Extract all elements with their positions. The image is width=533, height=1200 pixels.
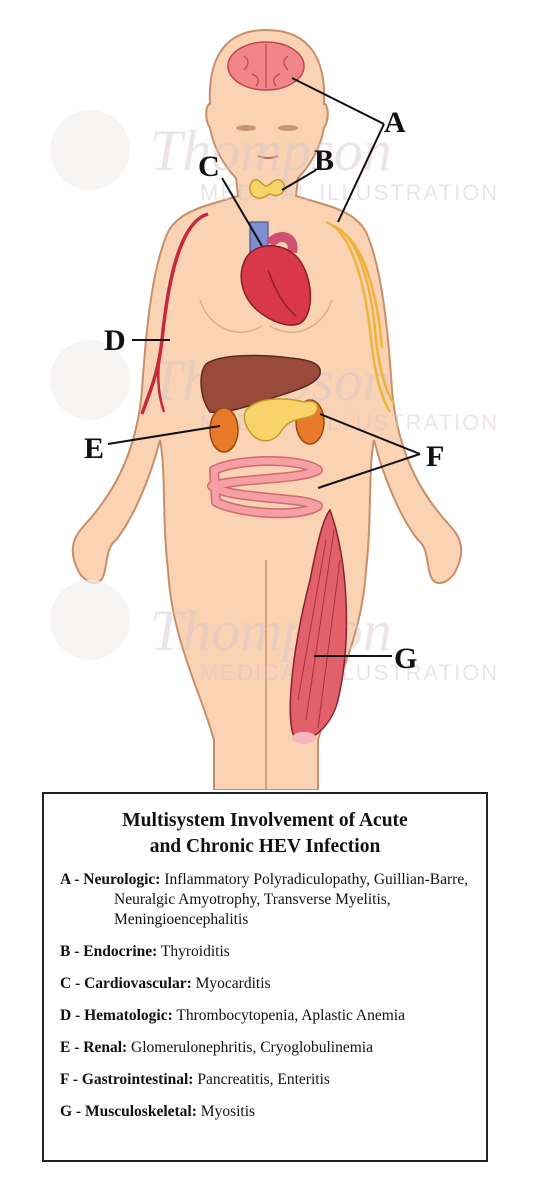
callout-e: E [84,432,104,465]
callout-c: C [198,150,220,183]
callout-b: B [314,144,334,177]
legend-item-neurologic: A - Neurologic: Inflammatory Polyradicul… [60,870,470,930]
pancreas [243,398,319,442]
legend-title-line2: and Chronic HEV Infection [149,836,381,857]
callout-a: A [384,106,406,139]
legend-box: Multisystem Involvement of Acute and Chr… [42,792,488,1162]
legend-conditions: Myositis [200,1103,256,1120]
liver [200,354,321,414]
legend-conditions: Glomerulonephritis, Cryoglobulinemia [131,1039,373,1056]
legend-key: E - [60,1039,84,1056]
right-arm-blood-vessel [140,212,209,415]
callout-f: F [426,440,444,473]
legend-item-gastrointestinal: F - Gastrointestinal: Pancreatitis, Ente… [60,1070,470,1090]
legend-system: Musculoskeletal: [84,1103,197,1120]
legend-item-hematologic: D - Hematologic: Thrombocytopenia, Aplas… [60,1006,470,1026]
legend-conditions: Thrombocytopenia, Aplastic Anemia [176,1007,405,1024]
intestines [207,456,323,519]
legend-title-line1: Multisystem Involvement of Acute [122,810,408,831]
legend-title: Multisystem Involvement of Acute and Chr… [60,808,470,860]
legend-item-renal: E - Renal: Glomerulonephritis, Cryoglobu… [60,1038,470,1058]
legend-system: Neurologic: [83,871,161,888]
legend-item-endocrine: B - Endocrine: Thyroiditis [60,942,470,962]
legend-key: C - [60,975,85,992]
anatomy-figure: Thompson MEDICAL ILLUSTRATION Thompson M… [50,28,499,790]
leader-lines [107,77,421,657]
watermark-subtext: MEDICAL ILLUSTRATION [200,180,499,205]
watermark-text: Thompson [150,118,392,183]
legend-key: F - [60,1071,82,1088]
legend-system: Hematologic: [84,1007,173,1024]
legend-conditions: Pancreatitis, Enteritis [197,1071,330,1088]
legend-system: Endocrine: [83,943,158,960]
brain [227,41,305,91]
legend-system: Gastrointestinal: [81,1071,194,1088]
legend-key: D - [60,1007,85,1024]
left-arm-nerves [325,220,396,413]
legend-item-cardiovascular: C - Cardiovascular: Myocarditis [60,974,470,994]
legend-conditions: Thyroiditis [160,943,230,960]
callout-d: D [104,324,126,357]
watermark-text: Thompson [150,598,392,663]
legend-item-musculoskeletal: G - Musculoskeletal: Myositis [60,1102,470,1122]
legend-system: Renal: [83,1039,128,1056]
legend-key: G - [60,1103,85,1120]
watermark-subtext: MEDICAL ILLUSTRATION [200,660,499,685]
legend-system: Cardiovascular: [84,975,192,992]
thigh-muscle [289,508,348,744]
thyroid [249,178,286,199]
legend-key: A - [60,871,84,888]
legend-key: B - [60,943,84,960]
legend-conditions: Inflammatory Polyradiculopathy, Guillian… [114,871,469,928]
callout-g: G [394,642,417,675]
legend-conditions: Myocarditis [195,975,271,992]
